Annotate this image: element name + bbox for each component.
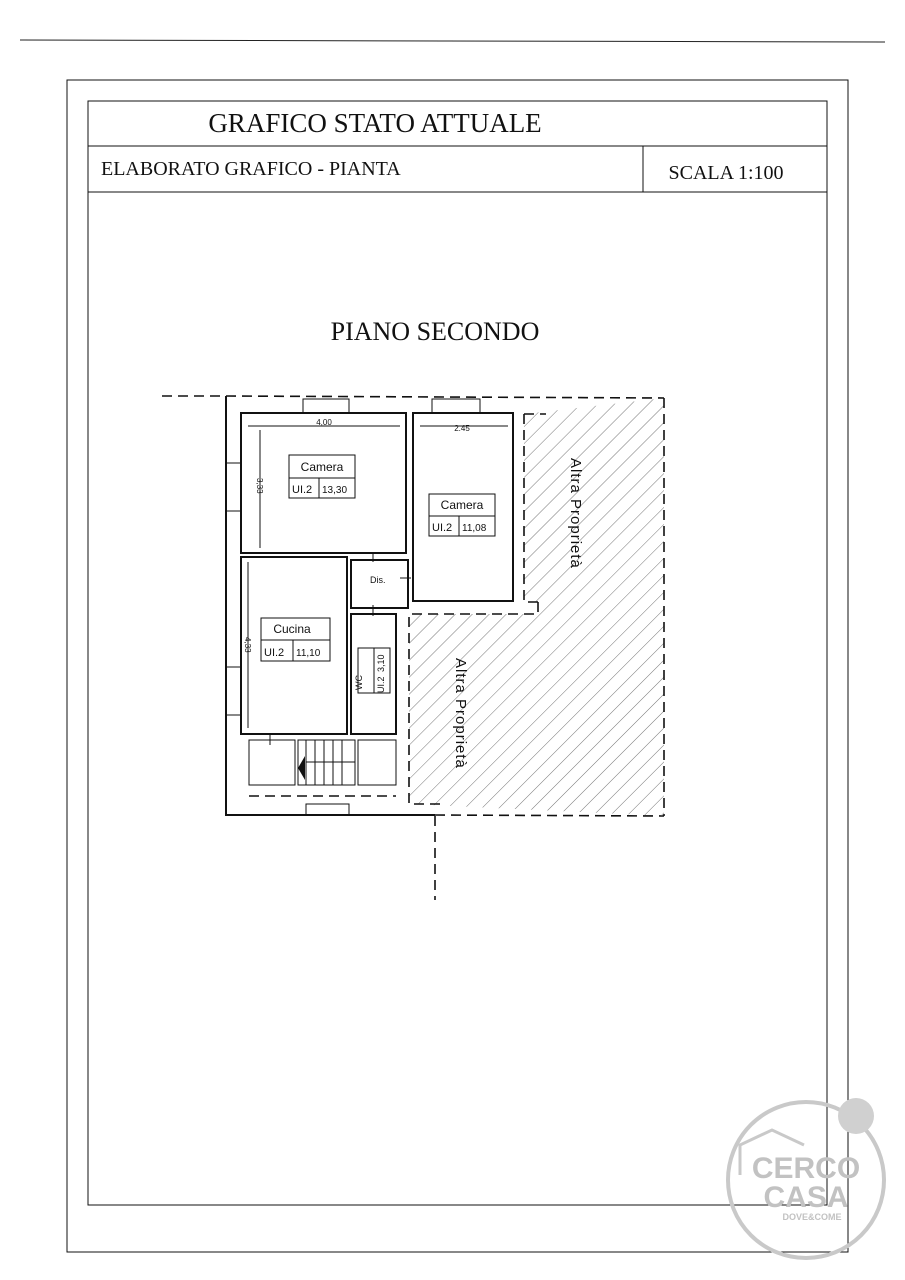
room-name-wc: WC bbox=[354, 675, 364, 690]
other-property-label-1: Altra Proprietà bbox=[567, 458, 584, 569]
dim-camera1-depth: 3,33 bbox=[255, 478, 264, 494]
watermark-dot bbox=[838, 1098, 874, 1134]
building-outline bbox=[225, 396, 435, 816]
dim-cucina-depth: 4,33 bbox=[243, 637, 252, 653]
watermark-house-icon bbox=[738, 1128, 805, 1175]
room-wc bbox=[350, 613, 397, 735]
dim-camera2-width: 2.45 bbox=[454, 424, 470, 433]
dim-camera1-width: 4,00 bbox=[316, 418, 332, 427]
watermark-text-line1: CERCO bbox=[752, 1152, 860, 1185]
room-unit-camera-1: UI.2 bbox=[292, 484, 312, 496]
watermark-ring bbox=[726, 1100, 886, 1260]
room-cucina bbox=[240, 556, 348, 735]
floor-plan: Altra Proprietà Altra Proprietà 4,00 3,3… bbox=[162, 395, 665, 900]
drawing-subtitle: ELABORATO GRAFICO - PIANTA bbox=[101, 158, 401, 180]
other-property-label-2: Altra Proprietà bbox=[452, 658, 469, 769]
drawing-title: GRAFICO STATO ATTUALE bbox=[208, 108, 541, 138]
room-label-box-camera-1 bbox=[288, 454, 356, 499]
scan-edge-top bbox=[19, 39, 886, 43]
outer-frame bbox=[66, 79, 849, 1253]
room-name-camera-1: Camera bbox=[301, 460, 344, 474]
room-area-camera-2: 11,08 bbox=[462, 523, 487, 534]
room-unit-cucina: UI.2 bbox=[264, 647, 284, 659]
room-name-camera-2: Camera bbox=[441, 498, 484, 512]
floor-title: PIANO SECONDO bbox=[331, 317, 540, 346]
landing-east bbox=[357, 739, 397, 786]
window-camera-1 bbox=[302, 398, 350, 414]
scale-label: SCALA 1:100 bbox=[668, 162, 783, 184]
watermark-logo: CERCO CASA DOVE&COME bbox=[726, 1098, 886, 1260]
watermark-tagline: DOVE&COME bbox=[782, 1212, 841, 1222]
boundary-line-south bbox=[434, 814, 665, 817]
window-camera-1-west bbox=[225, 462, 242, 512]
room-name-cucina: Cucina bbox=[273, 622, 311, 636]
title-block: GRAFICO STATO ATTUALE ELABORATO GRAFICO … bbox=[87, 100, 828, 1206]
watermark-text-line2: CASA bbox=[763, 1181, 848, 1214]
stair-direction-arrow bbox=[298, 756, 305, 780]
window-camera-2 bbox=[431, 398, 481, 414]
room-area-wc: 3,10 bbox=[376, 654, 386, 672]
window-south bbox=[305, 803, 350, 816]
landing-west bbox=[248, 739, 296, 786]
room-label-box-camera-2 bbox=[428, 493, 496, 537]
window-cucina-west bbox=[225, 666, 242, 716]
inner-frame bbox=[87, 100, 828, 1206]
room-dis bbox=[350, 559, 409, 609]
boundary-line-north bbox=[225, 395, 665, 399]
other-property-edge bbox=[408, 413, 546, 805]
room-area-camera-1: 13,30 bbox=[322, 485, 347, 496]
room-unit-wc: UI.2 bbox=[376, 676, 386, 693]
room-camera-1 bbox=[240, 412, 407, 554]
room-name-dis: Dis. bbox=[370, 575, 386, 585]
other-property-hatch bbox=[409, 398, 664, 816]
room-area-cucina: 11,10 bbox=[296, 648, 321, 659]
room-unit-camera-2: UI.2 bbox=[432, 522, 452, 534]
